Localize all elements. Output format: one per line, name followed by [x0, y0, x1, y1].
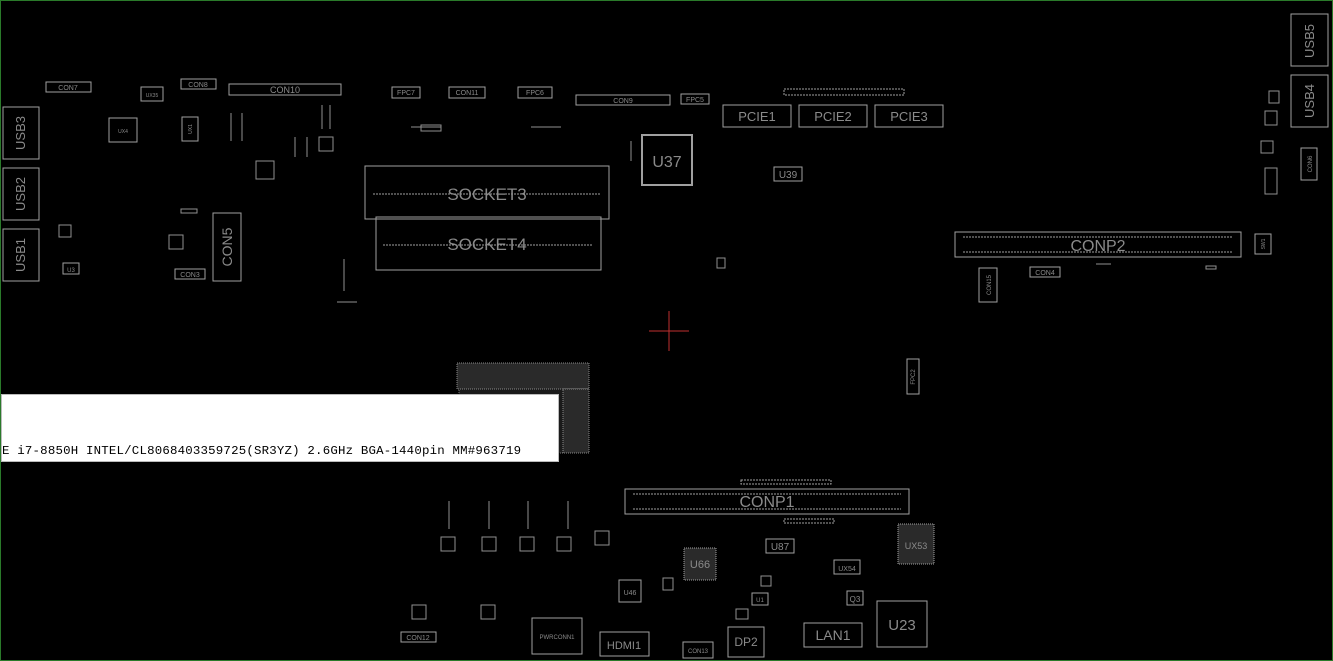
u3-chip[interactable]: U3 — [62, 262, 80, 275]
sw1-switch[interactable]: SW1 — [1254, 233, 1272, 255]
svg-text:CON15: CON15 — [987, 274, 993, 295]
pcie2-slot[interactable]: PCIE2 — [798, 104, 868, 128]
svg-text:USB2: USB2 — [13, 177, 28, 211]
con10-connector[interactable]: CON10 — [228, 83, 342, 96]
svg-text:U3: U3 — [67, 268, 75, 274]
ux53-chip[interactable]: UX53 — [897, 523, 935, 565]
svg-text:FPC5: FPC5 — [686, 97, 704, 104]
svg-text:PCIE2: PCIE2 — [814, 109, 852, 124]
con13-connector[interactable]: CON13 — [682, 641, 714, 659]
svg-text:U37: U37 — [652, 154, 681, 171]
svg-text:CONP1: CONP1 — [739, 494, 794, 511]
con9-connector[interactable]: CON9 — [575, 94, 671, 106]
usb1-connector[interactable]: USB1 — [2, 228, 40, 282]
ux1-chip[interactable]: UX1 — [181, 116, 199, 142]
con8-connector[interactable]: CON8 — [180, 78, 217, 90]
svg-text:UX1: UX1 — [188, 124, 194, 134]
usb4-connector[interactable]: USB4 — [1290, 74, 1329, 128]
svg-text:U46: U46 — [624, 590, 637, 597]
fpc7-connector[interactable]: FPC7 — [391, 86, 421, 99]
svg-text:CON7: CON7 — [58, 85, 78, 92]
svg-text:SOCKET4: SOCKET4 — [447, 235, 526, 254]
con15-connector[interactable]: CON15 — [978, 267, 998, 303]
usb3-connector[interactable]: USB3 — [2, 106, 40, 160]
cursor-crosshair — [649, 311, 689, 351]
dp2-connector[interactable]: DP2 — [727, 626, 765, 658]
svg-text:SOCKET3: SOCKET3 — [447, 185, 526, 204]
pcie1-slot[interactable]: PCIE1 — [722, 104, 792, 128]
con3-connector[interactable]: CON3 — [174, 268, 206, 280]
svg-text:U87: U87 — [771, 542, 790, 553]
svg-text:PWRCONN1: PWRCONN1 — [539, 635, 575, 641]
u37-chip[interactable]: U37 — [641, 134, 693, 186]
svg-text:CON8: CON8 — [188, 82, 208, 89]
socket3-slot[interactable]: SOCKET3 — [364, 165, 610, 220]
u87-chip[interactable]: U87 — [765, 538, 795, 554]
con7-connector[interactable]: CON7 — [45, 81, 92, 93]
svg-text:CON9: CON9 — [613, 98, 633, 105]
svg-text:LAN1: LAN1 — [815, 627, 850, 643]
svg-text:UX4: UX4 — [118, 129, 128, 135]
svg-text:FPC6: FPC6 — [526, 90, 544, 97]
conp2-connector[interactable]: CONP2 — [954, 231, 1242, 258]
svg-text:PCIE3: PCIE3 — [890, 109, 928, 124]
svg-text:U39: U39 — [779, 170, 798, 181]
usb2-connector[interactable]: USB2 — [2, 167, 40, 221]
svg-text:CON6: CON6 — [1308, 155, 1314, 172]
socket4-slot[interactable]: SOCKET4 — [375, 216, 602, 271]
svg-text:FPC7: FPC7 — [397, 90, 415, 97]
passive-components — [58, 90, 1280, 620]
svg-text:U1: U1 — [756, 598, 764, 604]
u39-chip[interactable]: U39 — [773, 166, 803, 182]
u66-chip[interactable]: U66 — [683, 547, 717, 581]
svg-text:USB4: USB4 — [1302, 84, 1317, 118]
fpc2-connector[interactable]: FPC2 — [906, 358, 920, 395]
con11-connector[interactable]: CON11 — [448, 86, 486, 99]
u23-chip[interactable]: U23 — [876, 600, 928, 648]
svg-text:CON3: CON3 — [180, 272, 200, 279]
pwrconn1-connector[interactable]: PWRCONN1 — [531, 617, 583, 655]
svg-text:HDMI1: HDMI1 — [607, 640, 641, 652]
svg-text:USB5: USB5 — [1302, 24, 1317, 58]
conp1-connector[interactable]: CONP1 — [624, 488, 910, 515]
con5-connector[interactable]: CON5 — [212, 212, 242, 282]
svg-text:DP2: DP2 — [734, 635, 758, 649]
svg-text:UX53: UX53 — [905, 541, 928, 551]
svg-text:SW1: SW1 — [1261, 238, 1267, 249]
svg-text:CON13: CON13 — [688, 649, 709, 655]
part-info-text: E i7-8850H INTEL/CL8068403359725(SR3YZ) … — [2, 444, 522, 458]
con4-connector[interactable]: CON4 — [1029, 266, 1061, 278]
svg-text:U23: U23 — [888, 617, 916, 634]
svg-text:CONP2: CONP2 — [1070, 238, 1125, 255]
svg-text:CON12: CON12 — [406, 635, 429, 642]
svg-text:USB3: USB3 — [13, 116, 28, 150]
svg-text:CON10: CON10 — [270, 85, 300, 95]
hdmi1-connector[interactable]: HDMI1 — [599, 631, 650, 657]
svg-text:UX54: UX54 — [838, 566, 856, 573]
svg-text:FPC2: FPC2 — [911, 369, 917, 385]
svg-text:UX35: UX35 — [146, 93, 159, 99]
usb5-connector[interactable]: USB5 — [1290, 13, 1329, 67]
fpc6-connector[interactable]: FPC6 — [517, 86, 553, 99]
ux54-chip[interactable]: UX54 — [833, 559, 861, 575]
lan1-connector[interactable]: LAN1 — [803, 622, 863, 648]
ux35-chip[interactable]: UX35 — [140, 86, 164, 102]
svg-text:CON11: CON11 — [456, 90, 479, 97]
svg-text:U66: U66 — [690, 559, 710, 571]
svg-text:CON5: CON5 — [219, 227, 235, 266]
fpc5-connector[interactable]: FPC5 — [680, 93, 710, 105]
u46-chip[interactable]: U46 — [618, 579, 642, 603]
part-info-tooltip: E i7-8850H INTEL/CL8068403359725(SR3YZ) … — [1, 394, 559, 462]
con12-connector[interactable]: CON12 — [400, 631, 437, 643]
svg-text:Q3: Q3 — [850, 595, 861, 604]
u1-chip[interactable]: U1 — [751, 592, 769, 606]
con6-connector[interactable]: CON6 — [1300, 147, 1318, 181]
pcie3-slot[interactable]: PCIE3 — [874, 104, 944, 128]
svg-text:USB1: USB1 — [13, 238, 28, 272]
q3-transistor[interactable]: Q3 — [846, 590, 864, 606]
svg-text:CON4: CON4 — [1035, 270, 1055, 277]
svg-text:PCIE1: PCIE1 — [738, 109, 776, 124]
ux4-chip[interactable]: UX4 — [108, 117, 138, 143]
